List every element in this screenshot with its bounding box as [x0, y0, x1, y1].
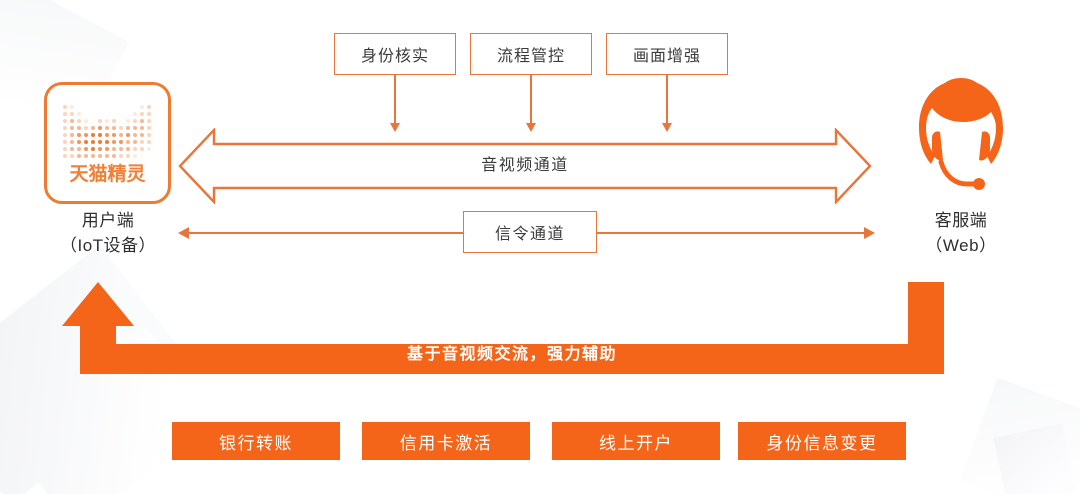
use-case-tag-bank-transfer[interactable]: 银行转账	[172, 422, 340, 460]
arrow-down-icon	[390, 123, 400, 132]
agent-endpoint-label: 客服端 （Web）	[880, 209, 1042, 258]
client-endpoint-title: 用户端	[81, 211, 135, 230]
background-shard	[993, 423, 1077, 494]
use-case-tag-label: 线上开户	[599, 433, 673, 453]
assist-feedback-arrow	[62, 282, 944, 374]
arrow-right-icon	[864, 226, 875, 239]
device-brand-label: 天猫精灵	[69, 162, 146, 185]
use-case-tag-label: 银行转账	[219, 433, 293, 453]
use-case-tag-credit-card-activation[interactable]: 信用卡激活	[362, 422, 530, 460]
arrow-left-icon	[178, 226, 189, 239]
feature-connector-line	[394, 75, 396, 125]
tmall-genie-speaker-icon	[62, 104, 153, 160]
feature-box-label: 身份核实	[360, 48, 429, 65]
client-device-card[interactable]: 天猫精灵	[44, 82, 171, 204]
audio-video-channel-label: 音视频通道	[481, 157, 569, 174]
feature-connector-line	[666, 75, 668, 125]
agent-endpoint-title: 客服端	[934, 211, 988, 230]
background-shard	[959, 377, 1080, 494]
use-case-tag-identity-info-change[interactable]: 身份信息变更	[738, 422, 906, 460]
audio-video-channel-arrow	[178, 128, 872, 204]
feature-box-image-enhancement[interactable]: 画面增强	[606, 33, 728, 75]
feature-box-label: 画面增强	[632, 48, 701, 65]
client-endpoint-label: 用户端 （IoT设备）	[27, 209, 189, 258]
signaling-channel-label: 信令通道	[494, 226, 565, 243]
agent-endpoint-subtitle: （Web）	[925, 235, 997, 255]
client-endpoint-subtitle: （IoT设备）	[59, 235, 157, 255]
arrow-down-icon	[526, 123, 536, 132]
feature-connector-line	[530, 75, 532, 125]
signaling-channel-box[interactable]: 信令通道	[463, 211, 597, 253]
use-case-tag-label: 身份信息变更	[766, 433, 878, 453]
arrow-down-icon	[662, 123, 672, 132]
assist-banner-label: 基于音视频交流，强力辅助	[406, 346, 617, 363]
feature-box-label: 流程管控	[496, 48, 565, 65]
feature-box-identity-verification[interactable]: 身份核实	[334, 33, 456, 75]
use-case-tag-online-account-opening[interactable]: 线上开户	[552, 422, 720, 460]
use-case-tag-label: 信用卡激活	[399, 433, 493, 453]
customer-service-headset-icon	[919, 78, 1003, 190]
feature-box-process-control[interactable]: 流程管控	[470, 33, 592, 75]
